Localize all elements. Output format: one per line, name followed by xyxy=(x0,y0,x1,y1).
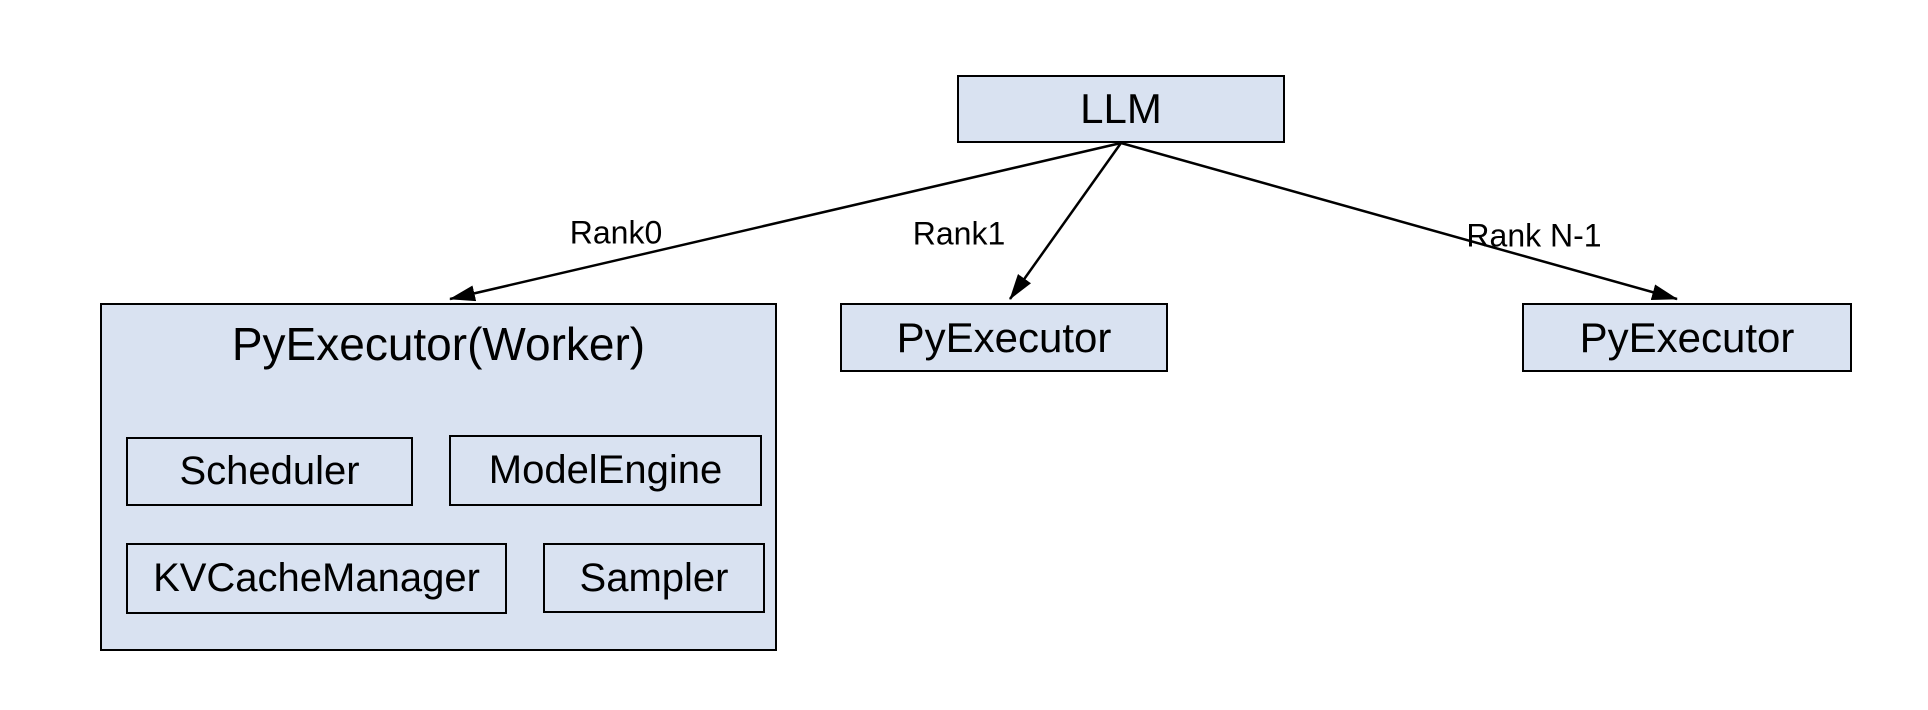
edge-label-rank0: Rank0 xyxy=(569,214,663,251)
component-modelengine: ModelEngine xyxy=(449,435,762,506)
edge-label-rank-n-1: Rank N-1 xyxy=(1466,217,1602,254)
connector-rank0-arrow xyxy=(449,141,1122,302)
component-scheduler: Scheduler xyxy=(126,437,413,506)
pyexecutor-rank-n-1-node: PyExecutor xyxy=(1522,303,1852,372)
edge-label-rank1: Rank1 xyxy=(912,215,1006,252)
connector-rank1-arrow xyxy=(1008,142,1123,300)
component-sampler: Sampler xyxy=(543,543,765,613)
pyexecutor-worker-node: PyExecutor(Worker) Scheduler ModelEngine… xyxy=(100,303,777,651)
component-kvcachemanager: KVCacheManager xyxy=(126,543,507,614)
pyexecutor-worker-title: PyExecutor(Worker) xyxy=(231,318,646,370)
pyexecutor-rank1-node: PyExecutor xyxy=(840,303,1168,372)
llm-node: LLM xyxy=(957,75,1285,143)
